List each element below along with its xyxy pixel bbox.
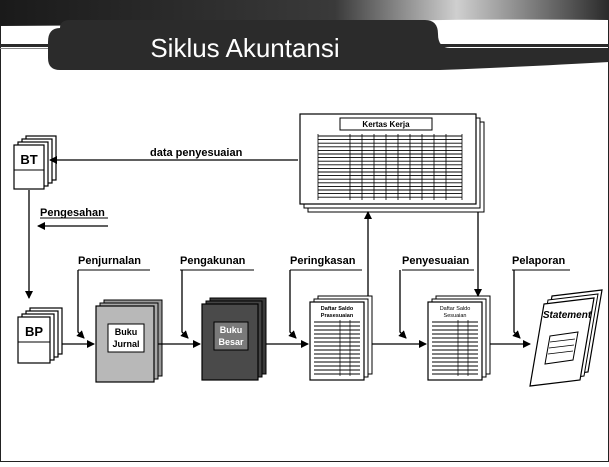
statement-document: Statement (529, 289, 603, 387)
label-data-penyesuaian: data penyesuaian (150, 147, 243, 159)
bp-label: BP (25, 324, 43, 339)
kertas-kerja-worksheet: Kertas Kerja (299, 113, 485, 213)
buku-besar-book: Buku Besar (201, 297, 267, 381)
daftar-saldo-prasesuaian: Daftar Saldo Prasesuaian (309, 295, 373, 381)
arrow-penyesuaian (398, 270, 407, 339)
sesuaian-ledger-lines (432, 320, 478, 376)
label-pelaporan: Pelaporan (512, 255, 565, 267)
worksheet-grid (317, 134, 463, 200)
label-peringkasan: Peringkasan (290, 255, 356, 267)
buku-jurnal-book: Buku Jurnal (95, 299, 163, 383)
bp-document-stack: BP (17, 307, 63, 364)
arrow-peringkasan (288, 270, 297, 339)
label-pengakunan: Pengakunan (180, 255, 246, 267)
prasesuaian-line1: Daftar Saldo (321, 306, 354, 312)
daftar-saldo-sesuaian: Daftar Saldo Sesuaian (427, 295, 491, 381)
step-labels: data penyesuaian Pengesahan Penjurnalan … (40, 147, 570, 271)
prasesuaian-line2: Prasesuaian (321, 313, 354, 319)
statement-label: Statement (543, 310, 592, 321)
buku-besar-line1: Buku (220, 325, 243, 335)
arrow-pelaporan (512, 270, 521, 339)
buku-besar-line2: Besar (218, 337, 244, 347)
label-penyesuaian: Penyesuaian (402, 255, 470, 267)
sesuaian-line2: Sesuaian (444, 313, 467, 319)
sesuaian-line1: Daftar Saldo (440, 306, 471, 312)
kertas-kerja-label: Kertas Kerja (362, 120, 410, 129)
label-penjurnalan: Penjurnalan (78, 255, 141, 267)
title-bar (48, 20, 609, 70)
buku-jurnal-line2: Jurnal (112, 339, 139, 349)
page-title: Siklus Akuntansi (150, 33, 339, 63)
prasesuaian-ledger-lines (314, 320, 360, 376)
flow-connectors (25, 156, 531, 348)
header-band: Siklus Akuntansi (0, 0, 609, 70)
arrow-pengakunan (180, 270, 189, 339)
buku-jurnal-line1: Buku (115, 327, 138, 337)
bt-document-stack: BT (13, 135, 57, 190)
bt-label: BT (20, 152, 37, 167)
label-pengesahan: Pengesahan (40, 207, 105, 219)
arrow-penjurnalan (76, 270, 85, 339)
